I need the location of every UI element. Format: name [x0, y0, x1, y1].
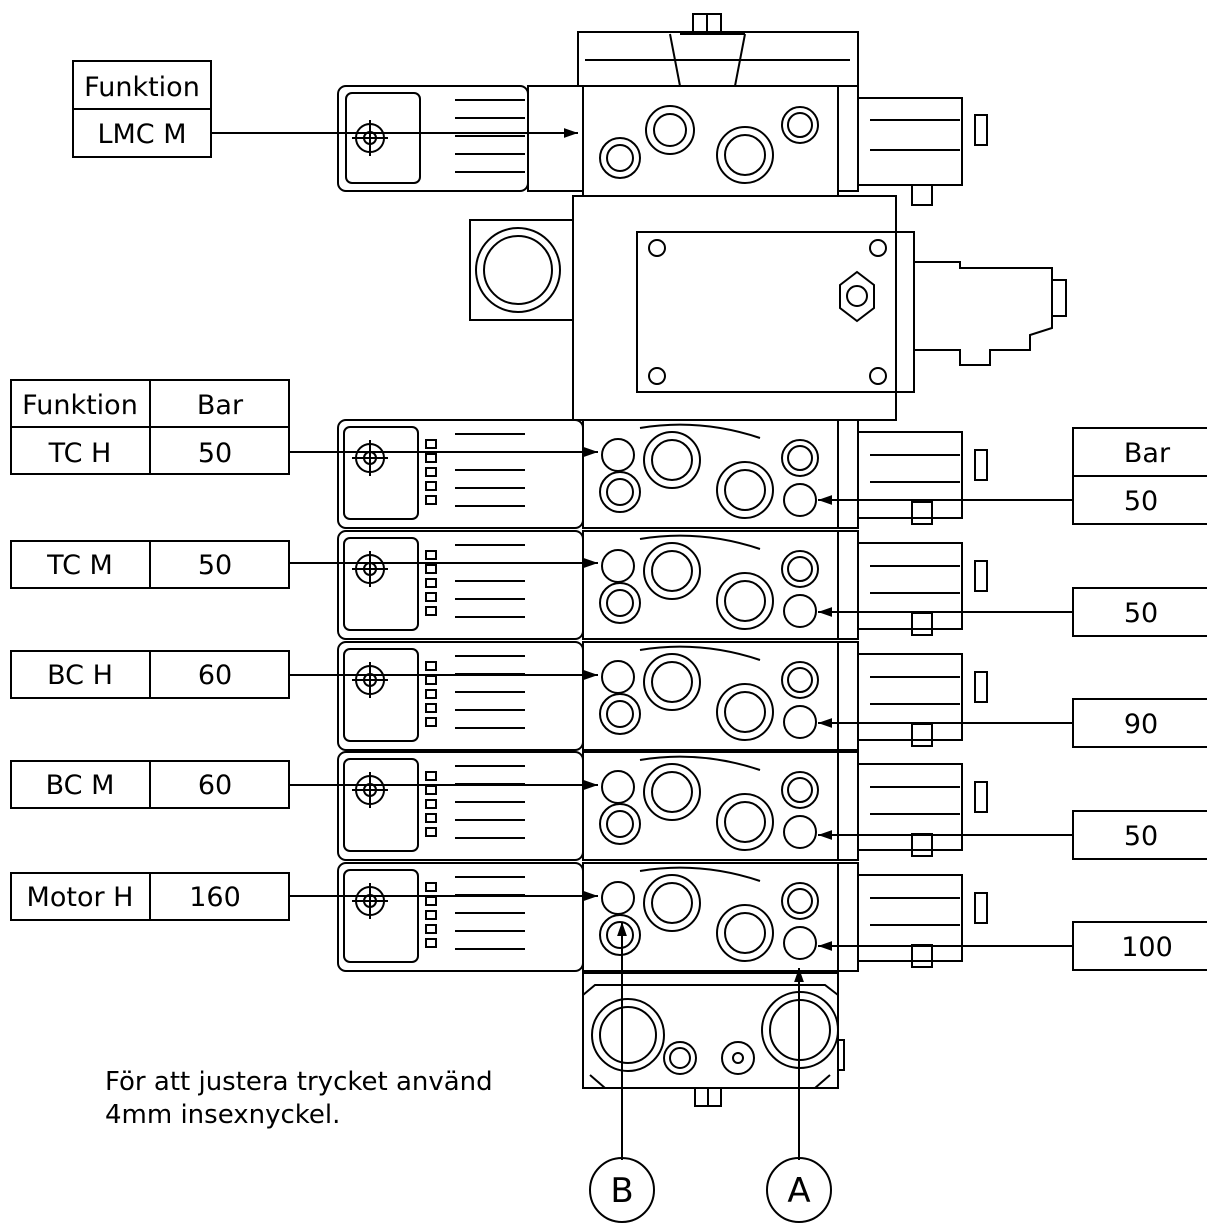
middle-block	[469, 195, 1067, 421]
bar-cell: 160	[189, 882, 241, 913]
function-cell: TC M	[46, 550, 113, 581]
right-bar-value: 50	[1124, 598, 1158, 629]
valve-section	[337, 530, 988, 640]
port-b-callout	[589, 1157, 655, 1223]
valve-section	[337, 751, 988, 861]
valve-section	[337, 862, 988, 972]
valve-section	[337, 641, 988, 751]
bar-cell: 60	[198, 660, 232, 691]
right-bar-header: Bar	[1124, 438, 1171, 469]
function-cell: BC H	[47, 660, 113, 691]
instruction-line-1: För att justera trycket använd	[105, 1067, 493, 1097]
right-bar-value: 90	[1124, 709, 1158, 740]
bottom-end-block	[582, 972, 845, 1107]
port-a-label: A	[787, 1171, 810, 1211]
function-cell: TC H	[48, 438, 112, 469]
valve-sections	[337, 419, 988, 972]
function-cell: Motor H	[27, 882, 134, 913]
port-a-callout	[766, 1157, 832, 1223]
valve-section-lmc	[337, 85, 988, 206]
function-cell: BC M	[46, 770, 115, 801]
instruction-line-2: 4mm insexnyckel.	[105, 1100, 340, 1130]
right-bar-value: 50	[1124, 821, 1158, 852]
bar-header: Bar	[197, 390, 244, 421]
top-cover	[577, 13, 859, 87]
port-b-label: B	[610, 1171, 633, 1211]
lmc-table-frame	[72, 60, 212, 158]
bar-cell: 50	[198, 550, 232, 581]
bar-cell: 60	[198, 770, 232, 801]
leader-arrows	[211, 128, 1073, 1160]
right-bar-value: 50	[1124, 486, 1158, 517]
lmc-table-header: Funktion	[84, 72, 200, 103]
lmc-table-value: LMC M	[97, 119, 186, 150]
function-header: Funktion	[22, 390, 138, 421]
right-bar-value: 100	[1121, 932, 1173, 963]
bar-cell: 50	[198, 438, 232, 469]
valve-section	[337, 419, 988, 529]
